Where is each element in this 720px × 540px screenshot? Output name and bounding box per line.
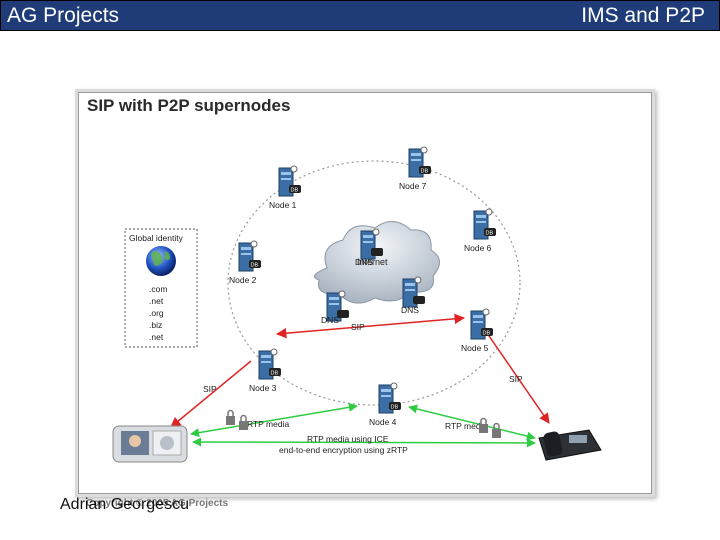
domain-item: .net xyxy=(149,296,164,306)
desk-phone-icon xyxy=(538,429,602,461)
rtp-link-right xyxy=(408,404,536,441)
node-label: Node 1 xyxy=(269,200,297,210)
organization-title: AG Projects xyxy=(7,4,120,27)
db-badge: DB xyxy=(483,331,491,337)
node-label: Node 7 xyxy=(399,181,427,191)
nodes-layer: DB Node 1 DB Node 7 DB Node 6 DB Node 2 DB Node 5… xyxy=(229,146,496,427)
rtp-link-direct xyxy=(192,437,536,448)
dns-label: DNS xyxy=(321,315,339,325)
server-node-icon: DB xyxy=(473,208,496,240)
diagram-frame: SIP with P2P supernodes Global identity … xyxy=(78,92,652,494)
sip-link-node3-phone xyxy=(170,360,252,428)
diagram-title: SIP with P2P supernodes xyxy=(87,96,290,115)
global-identity-box: Global identity .com .net .org .biz .net xyxy=(124,228,198,348)
db-badge: DB xyxy=(421,169,429,175)
db-badge: DB xyxy=(251,263,259,269)
server-node-icon: DB xyxy=(258,348,281,380)
domain-item: .biz xyxy=(149,320,162,330)
lock-icon xyxy=(492,422,501,438)
db-badge: DB xyxy=(486,231,494,237)
node-label: Node 2 xyxy=(229,275,257,285)
p2p-ring xyxy=(227,160,521,406)
global-identity-title: Global identity xyxy=(129,233,184,243)
dns-server-icon xyxy=(360,228,383,260)
domain-item: .org xyxy=(149,308,164,318)
zrtp-label: end-to-end encryption using zRTP xyxy=(279,445,408,455)
server-node-icon: DB xyxy=(278,165,301,197)
lock-icon xyxy=(479,417,488,433)
db-badge: DB xyxy=(291,188,299,194)
server-node-icon: DB xyxy=(470,308,493,340)
node-label: Node 3 xyxy=(249,383,277,393)
domain-item: .net xyxy=(149,332,164,342)
sip-label: SIP xyxy=(203,384,217,394)
lock-icon xyxy=(239,414,248,430)
author-name: Adrian Georgescu xyxy=(60,496,189,513)
rtp-link-left xyxy=(190,402,358,438)
sip-label: SIP xyxy=(351,322,365,332)
dns-label: DNS xyxy=(355,257,373,267)
server-node-icon: DB xyxy=(378,382,401,414)
db-badge: DB xyxy=(271,371,279,377)
copyright-text: Copyright © 2005 AG Projects xyxy=(86,498,229,509)
domain-item: .com xyxy=(149,284,167,294)
lock-icon xyxy=(226,409,235,425)
server-node-icon: DB xyxy=(238,240,261,272)
db-badge: DB xyxy=(391,405,399,411)
node-label: Node 4 xyxy=(369,417,397,427)
server-node-icon: DB xyxy=(408,146,431,178)
cloud-label: Internet xyxy=(357,257,388,267)
presentation-title: IMS and P2P xyxy=(581,4,705,27)
dns-label: DNS xyxy=(401,305,419,315)
title-bar: AG Projects IMS and P2P xyxy=(0,0,720,31)
dns-server-icon xyxy=(402,276,425,308)
sip-link-node3-node5 xyxy=(275,313,466,339)
dns-server-icon xyxy=(326,290,349,322)
globe-icon xyxy=(146,246,176,276)
rtp-ice-label: RTP media using ICE xyxy=(307,434,389,444)
rtp-label: RTP media xyxy=(247,419,289,429)
sip-label: SIP xyxy=(509,374,523,384)
mobile-phone-icon xyxy=(112,425,188,463)
sip-link-node5-deskphone xyxy=(486,332,550,424)
node-label: Node 6 xyxy=(464,243,492,253)
rtp-label: RTP media xyxy=(445,421,487,431)
node-label: Node 5 xyxy=(461,343,489,353)
